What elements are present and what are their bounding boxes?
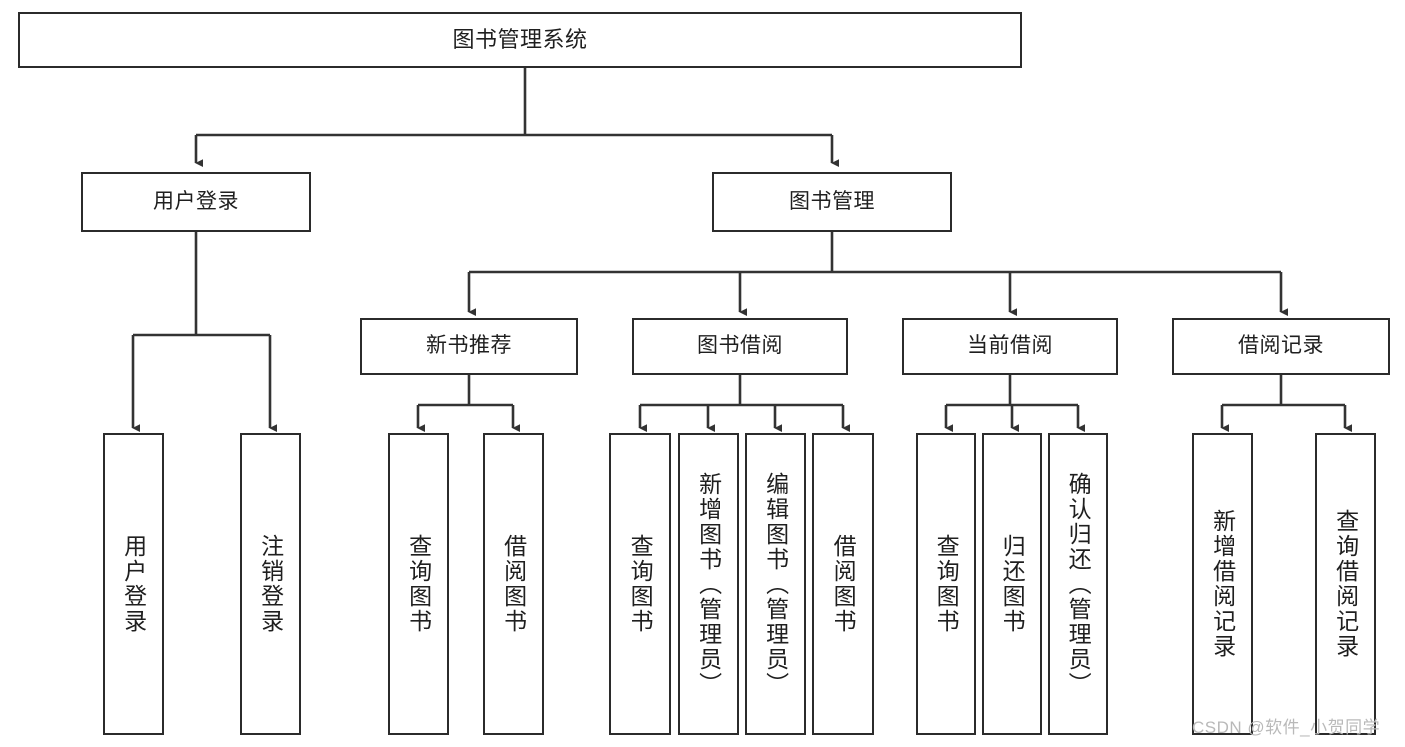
leaf-borrow-add-book[interactable]: 新增图书（管理员） xyxy=(678,433,739,735)
leaf-records-query-record[interactable]: 查询借阅记录 xyxy=(1315,433,1376,735)
leaf-borrow-edit-book[interactable]: 编辑图书（管理员） xyxy=(745,433,806,735)
node-user-login[interactable]: 用户登录 xyxy=(81,172,311,232)
leaf-user-login[interactable]: 用户登录 xyxy=(103,433,164,735)
leaf-current-query-book[interactable]: 查询图书 xyxy=(916,433,976,735)
leaf-current-query-book-label: 查询图书 xyxy=(933,534,960,634)
leaf-user-login-label: 用户登录 xyxy=(120,534,147,634)
leaf-records-query-record-label: 查询借阅记录 xyxy=(1332,509,1359,659)
watermark: CSDN @软件_小贺同学 xyxy=(1192,718,1381,737)
node-new-book-recommend-label: 新书推荐 xyxy=(426,334,512,358)
node-current-borrow-label: 当前借阅 xyxy=(967,334,1053,358)
leaf-borrow-lend-book-label: 借阅图书 xyxy=(830,534,857,634)
node-borrow-records[interactable]: 借阅记录 xyxy=(1172,318,1390,375)
node-book-borrow[interactable]: 图书借阅 xyxy=(632,318,848,375)
leaf-newbook-query-book[interactable]: 查询图书 xyxy=(388,433,449,735)
leaf-borrow-add-book-label: 新增图书（管理员） xyxy=(695,471,722,697)
leaf-borrow-query-book-label: 查询图书 xyxy=(627,534,654,634)
leaf-records-add-record-label: 新增借阅记录 xyxy=(1209,509,1236,659)
leaf-borrow-query-book[interactable]: 查询图书 xyxy=(609,433,671,735)
node-user-login-label: 用户登录 xyxy=(153,189,239,213)
node-root[interactable]: 图书管理系统 xyxy=(18,12,1022,68)
node-book-management[interactable]: 图书管理 xyxy=(712,172,952,232)
leaf-user-logout[interactable]: 注销登录 xyxy=(240,433,301,735)
leaf-newbook-query-book-label: 查询图书 xyxy=(405,534,432,634)
node-root-label: 图书管理系统 xyxy=(452,27,588,53)
leaf-current-confirm-return[interactable]: 确认归还（管理员） xyxy=(1048,433,1108,735)
leaf-newbook-borrow-book-label: 借阅图书 xyxy=(500,534,527,634)
leaf-borrow-lend-book[interactable]: 借阅图书 xyxy=(812,433,874,735)
leaf-user-logout-label: 注销登录 xyxy=(257,534,284,634)
node-new-book-recommend[interactable]: 新书推荐 xyxy=(360,318,578,375)
leaf-newbook-borrow-book[interactable]: 借阅图书 xyxy=(483,433,544,735)
leaf-current-confirm-return-label: 确认归还（管理员） xyxy=(1065,471,1092,697)
leaf-borrow-edit-book-label: 编辑图书（管理员） xyxy=(762,471,789,697)
node-borrow-records-label: 借阅记录 xyxy=(1238,334,1324,358)
node-current-borrow[interactable]: 当前借阅 xyxy=(902,318,1118,375)
leaf-current-return-book-label: 归还图书 xyxy=(999,534,1026,634)
leaf-current-return-book[interactable]: 归还图书 xyxy=(982,433,1042,735)
node-book-borrow-label: 图书借阅 xyxy=(697,334,783,358)
leaf-records-add-record[interactable]: 新增借阅记录 xyxy=(1192,433,1253,735)
node-book-management-label: 图书管理 xyxy=(789,189,875,213)
